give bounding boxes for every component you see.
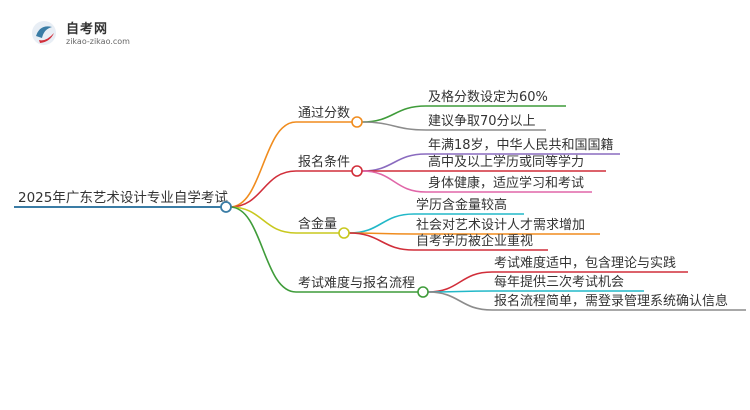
branch-label-2: 报名条件: [298, 154, 350, 170]
leaf-connector-4-1: [427, 271, 493, 293]
leaf-label-4-1: 考试难度适中，包含理论与实践: [494, 255, 676, 271]
branch-node-1: [351, 116, 363, 128]
branch-node-2: [351, 165, 363, 177]
root-node: [220, 201, 232, 213]
root-label: 2025年广东艺术设计专业自学考试: [18, 190, 228, 206]
leaf-label-1-1: 及格分数设定为60%: [428, 89, 548, 105]
leaf-label-2-1: 年满18岁，中华人民共和国国籍: [428, 137, 614, 153]
branch-connector-2: [229, 170, 297, 208]
leaf-connector-2-3: [361, 170, 427, 193]
mindmap-nodes: 2025年广东艺术设计专业自学考试 通过分数 及格分数设定为60% 建议争取70分以上…: [18, 89, 728, 309]
leaf-label-1-2: 建议争取70分以上: [428, 114, 536, 129]
leaf-label-2-3: 身体健康，适应学习和考试: [428, 175, 584, 191]
branch-label-4: 考试难度与报名流程: [298, 275, 415, 291]
leaf-label-3-1: 学历含金量较高: [416, 197, 507, 213]
site-logo: 自考网 zikao-zikao.com: [30, 14, 150, 54]
leaf-connector-4-3: [427, 291, 493, 311]
branch-connector-4: [229, 206, 297, 293]
branch-connector-1: [229, 121, 297, 208]
logo-url: zikao-zikao.com: [66, 37, 130, 46]
leaf-label-2-2: 高中及以上学历或同等学力: [428, 154, 584, 170]
leaf-connector-3-1: [348, 213, 415, 234]
leaf-connector-1-2: [361, 121, 427, 131]
branch-node-3: [338, 227, 350, 239]
leaf-label-4-3: 报名流程简单，需登录管理系统确认信息: [494, 293, 728, 309]
leaf-connector-2-1: [361, 153, 427, 172]
leaf-connector-3-3: [348, 232, 415, 251]
leaf-connector-1-1: [361, 105, 427, 123]
logo-mark-icon: [32, 21, 56, 45]
branch-connector-3: [229, 206, 297, 234]
branch-node-4: [417, 286, 429, 298]
leaf-label-3-2: 社会对艺术设计人才需求增加: [416, 217, 585, 233]
branch-label-1: 通过分数: [298, 106, 350, 121]
leaf-label-3-3: 自考学历被企业重视: [416, 233, 533, 249]
logo-name: 自考网: [66, 22, 109, 37]
leaf-label-4-2: 每年提供三次考试机会: [494, 274, 624, 290]
branch-label-3: 含金量: [298, 216, 337, 232]
mindmap-edges: [14, 105, 746, 311]
